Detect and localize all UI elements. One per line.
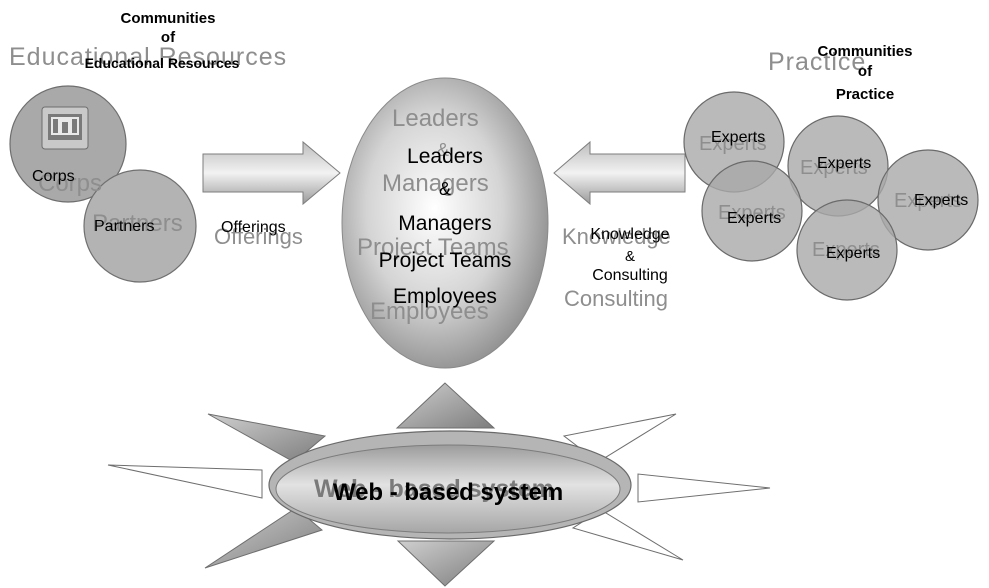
system-rays <box>107 382 771 587</box>
consulting-label: Consulting <box>592 267 668 284</box>
experts-label-1: Experts <box>711 129 766 146</box>
corps-label-ghost: Corps <box>38 170 103 197</box>
experts-ghost-4: Experts <box>894 190 962 212</box>
practice-heading-ghost: Practice <box>768 48 867 76</box>
knowledge-arrow <box>553 140 686 206</box>
partners-circle <box>83 169 197 283</box>
right-heading-line3: Practice <box>835 86 895 103</box>
left-heading-line2: of <box>160 29 176 46</box>
right-heading-line1: Communities <box>817 43 913 60</box>
experts-circles <box>683 91 979 301</box>
knowledge-label-ghost: Knowledge <box>562 224 671 249</box>
offerings-label: Offerings <box>221 219 286 236</box>
right-heading-line2: of <box>857 63 873 80</box>
leaders-ghost: Leaders <box>392 105 479 132</box>
consulting-label-ghost: Consulting <box>564 286 668 311</box>
offerings-label-ghost: Offerings <box>214 224 303 249</box>
experts-label-5: Experts <box>826 245 881 262</box>
left-heading-line1: Communities <box>120 10 216 27</box>
experts-label-2: Experts <box>817 155 872 172</box>
experts-ghost-2: Experts <box>800 157 868 179</box>
system-label-ghost: Web - based system <box>314 475 554 503</box>
system-ellipse <box>268 430 632 540</box>
partners-label: Partners <box>94 218 155 235</box>
central-ellipse <box>341 77 549 369</box>
experts-ghost-1: Experts <box>699 133 767 155</box>
employees-ghost: Employees <box>370 298 489 325</box>
castle-logo-icon <box>41 106 89 150</box>
project-teams-ghost: Project Teams <box>357 234 509 261</box>
amp-label: & <box>438 179 451 199</box>
left-heading-line3: Educational Resources <box>84 55 240 71</box>
offerings-arrow <box>202 140 341 206</box>
experts-ghost-5: Experts <box>812 239 880 261</box>
leaders-label: Leaders <box>407 145 483 168</box>
managers-ghost: Managers <box>382 170 489 197</box>
managers-label: Managers <box>398 212 492 235</box>
system-label: Web - based system <box>332 479 564 506</box>
project-teams-label: Project Teams <box>378 249 512 272</box>
knowledge-amp-label: & <box>624 248 635 265</box>
educational-resources-heading-ghost: Educational Resources <box>9 43 288 71</box>
experts-label-4: Experts <box>914 192 969 209</box>
amp-ghost: & <box>437 140 450 160</box>
experts-label-3: Experts <box>727 210 782 227</box>
corps-label: Corps <box>32 168 75 185</box>
experts-ghost-3: Experts <box>718 202 786 224</box>
partners-label-ghost: Partners <box>92 210 183 237</box>
knowledge-label: Knowledge <box>590 226 670 243</box>
employees-label: Employees <box>393 285 497 308</box>
